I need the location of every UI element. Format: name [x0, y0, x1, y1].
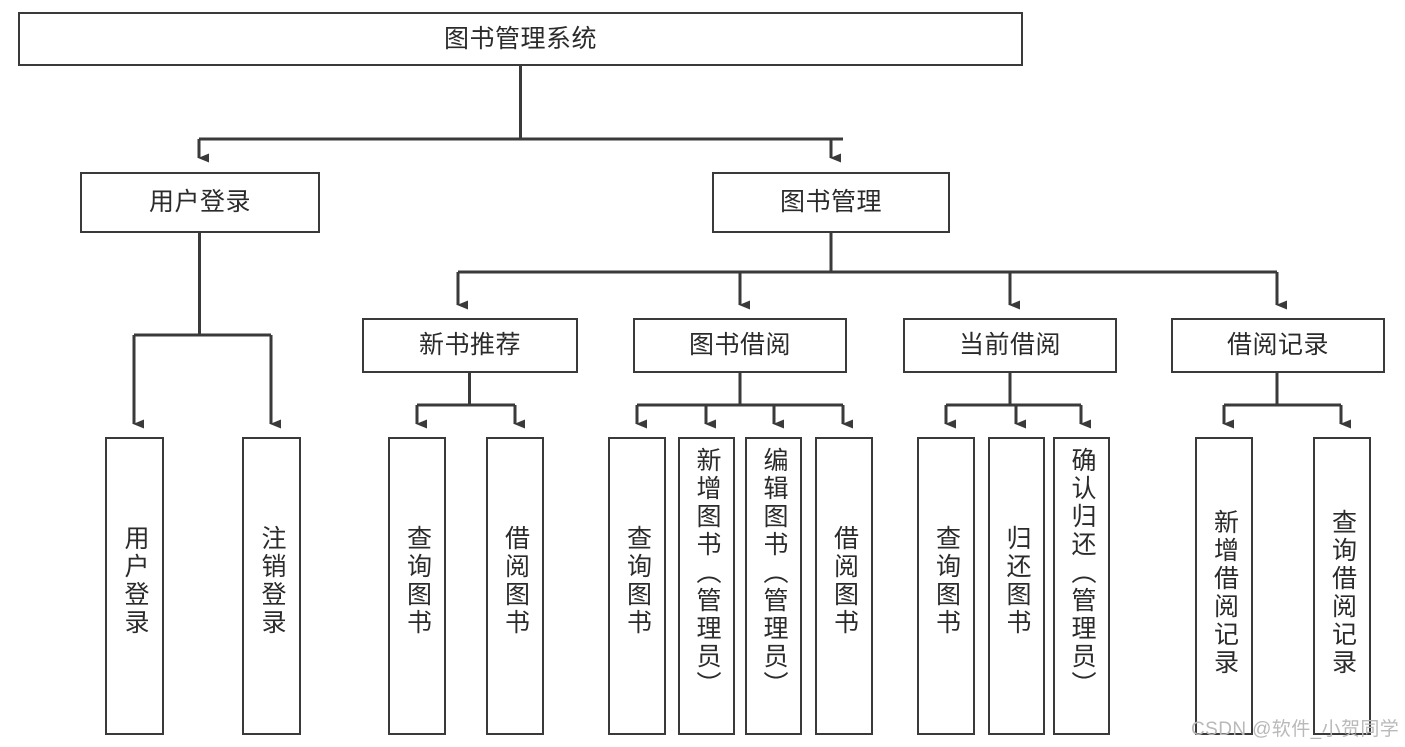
node-borrow-record-label: 借阅记录 [1226, 331, 1329, 360]
node-leaf-borrow-book-2-label: 借阅图书 [830, 525, 859, 637]
node-leaf-user-login-label: 用户登录 [121, 525, 149, 637]
node-leaf-borrow-book-2[interactable]: 借阅图书 [815, 437, 873, 735]
node-borrow-record[interactable]: 借阅记录 [1171, 318, 1385, 373]
node-leaf-user-login[interactable]: 用户登录 [105, 437, 164, 735]
node-leaf-add-record-label: 新增借阅记录 [1210, 509, 1239, 677]
node-root[interactable]: 图书管理系统 [18, 12, 1023, 66]
node-leaf-add-record[interactable]: 新增借阅记录 [1195, 437, 1253, 735]
node-leaf-confirm-return[interactable]: 确认归还（管理员） [1053, 437, 1110, 735]
node-leaf-query-book-1-label: 查询图书 [403, 525, 432, 637]
node-user-login[interactable]: 用户登录 [80, 172, 320, 233]
node-leaf-return-book-label: 归还图书 [1003, 525, 1031, 637]
node-root-label: 图书管理系统 [443, 24, 597, 53]
node-leaf-borrow-book-1[interactable]: 借阅图书 [486, 437, 544, 735]
node-leaf-confirm-return-label: 确认归还（管理员） [1068, 447, 1096, 699]
node-leaf-add-book[interactable]: 新增图书（管理员） [678, 437, 735, 735]
csdn-watermark: CSDN @软件_小贺同学 [1191, 719, 1400, 740]
node-new-book-rec[interactable]: 新书推荐 [362, 318, 578, 373]
node-book-manage-label: 图书管理 [779, 188, 882, 217]
node-leaf-query-book-2-label: 查询图书 [623, 525, 652, 637]
node-new-book-rec-label: 新书推荐 [418, 331, 521, 360]
node-leaf-logout[interactable]: 注销登录 [242, 437, 301, 735]
node-leaf-return-book[interactable]: 归还图书 [988, 437, 1045, 735]
node-leaf-query-record[interactable]: 查询借阅记录 [1313, 437, 1371, 735]
node-current-borrow-label: 当前借阅 [958, 331, 1061, 360]
node-leaf-query-book-3-label: 查询图书 [932, 525, 961, 637]
node-user-login-label: 用户登录 [148, 188, 251, 217]
node-leaf-query-book-1[interactable]: 查询图书 [388, 437, 446, 735]
node-leaf-add-book-label: 新增图书（管理员） [693, 447, 721, 699]
node-book-manage[interactable]: 图书管理 [712, 172, 950, 233]
node-book-borrow-label: 图书借阅 [688, 331, 791, 360]
node-current-borrow[interactable]: 当前借阅 [903, 318, 1117, 373]
node-leaf-borrow-book-1-label: 借阅图书 [501, 525, 530, 637]
node-book-borrow[interactable]: 图书借阅 [633, 318, 847, 373]
node-leaf-query-record-label: 查询借阅记录 [1328, 509, 1357, 677]
node-leaf-edit-book-label: 编辑图书（管理员） [760, 447, 788, 699]
node-leaf-logout-label: 注销登录 [258, 525, 286, 637]
node-leaf-edit-book[interactable]: 编辑图书（管理员） [745, 437, 802, 735]
node-leaf-query-book-3[interactable]: 查询图书 [917, 437, 975, 735]
node-leaf-query-book-2[interactable]: 查询图书 [608, 437, 666, 735]
